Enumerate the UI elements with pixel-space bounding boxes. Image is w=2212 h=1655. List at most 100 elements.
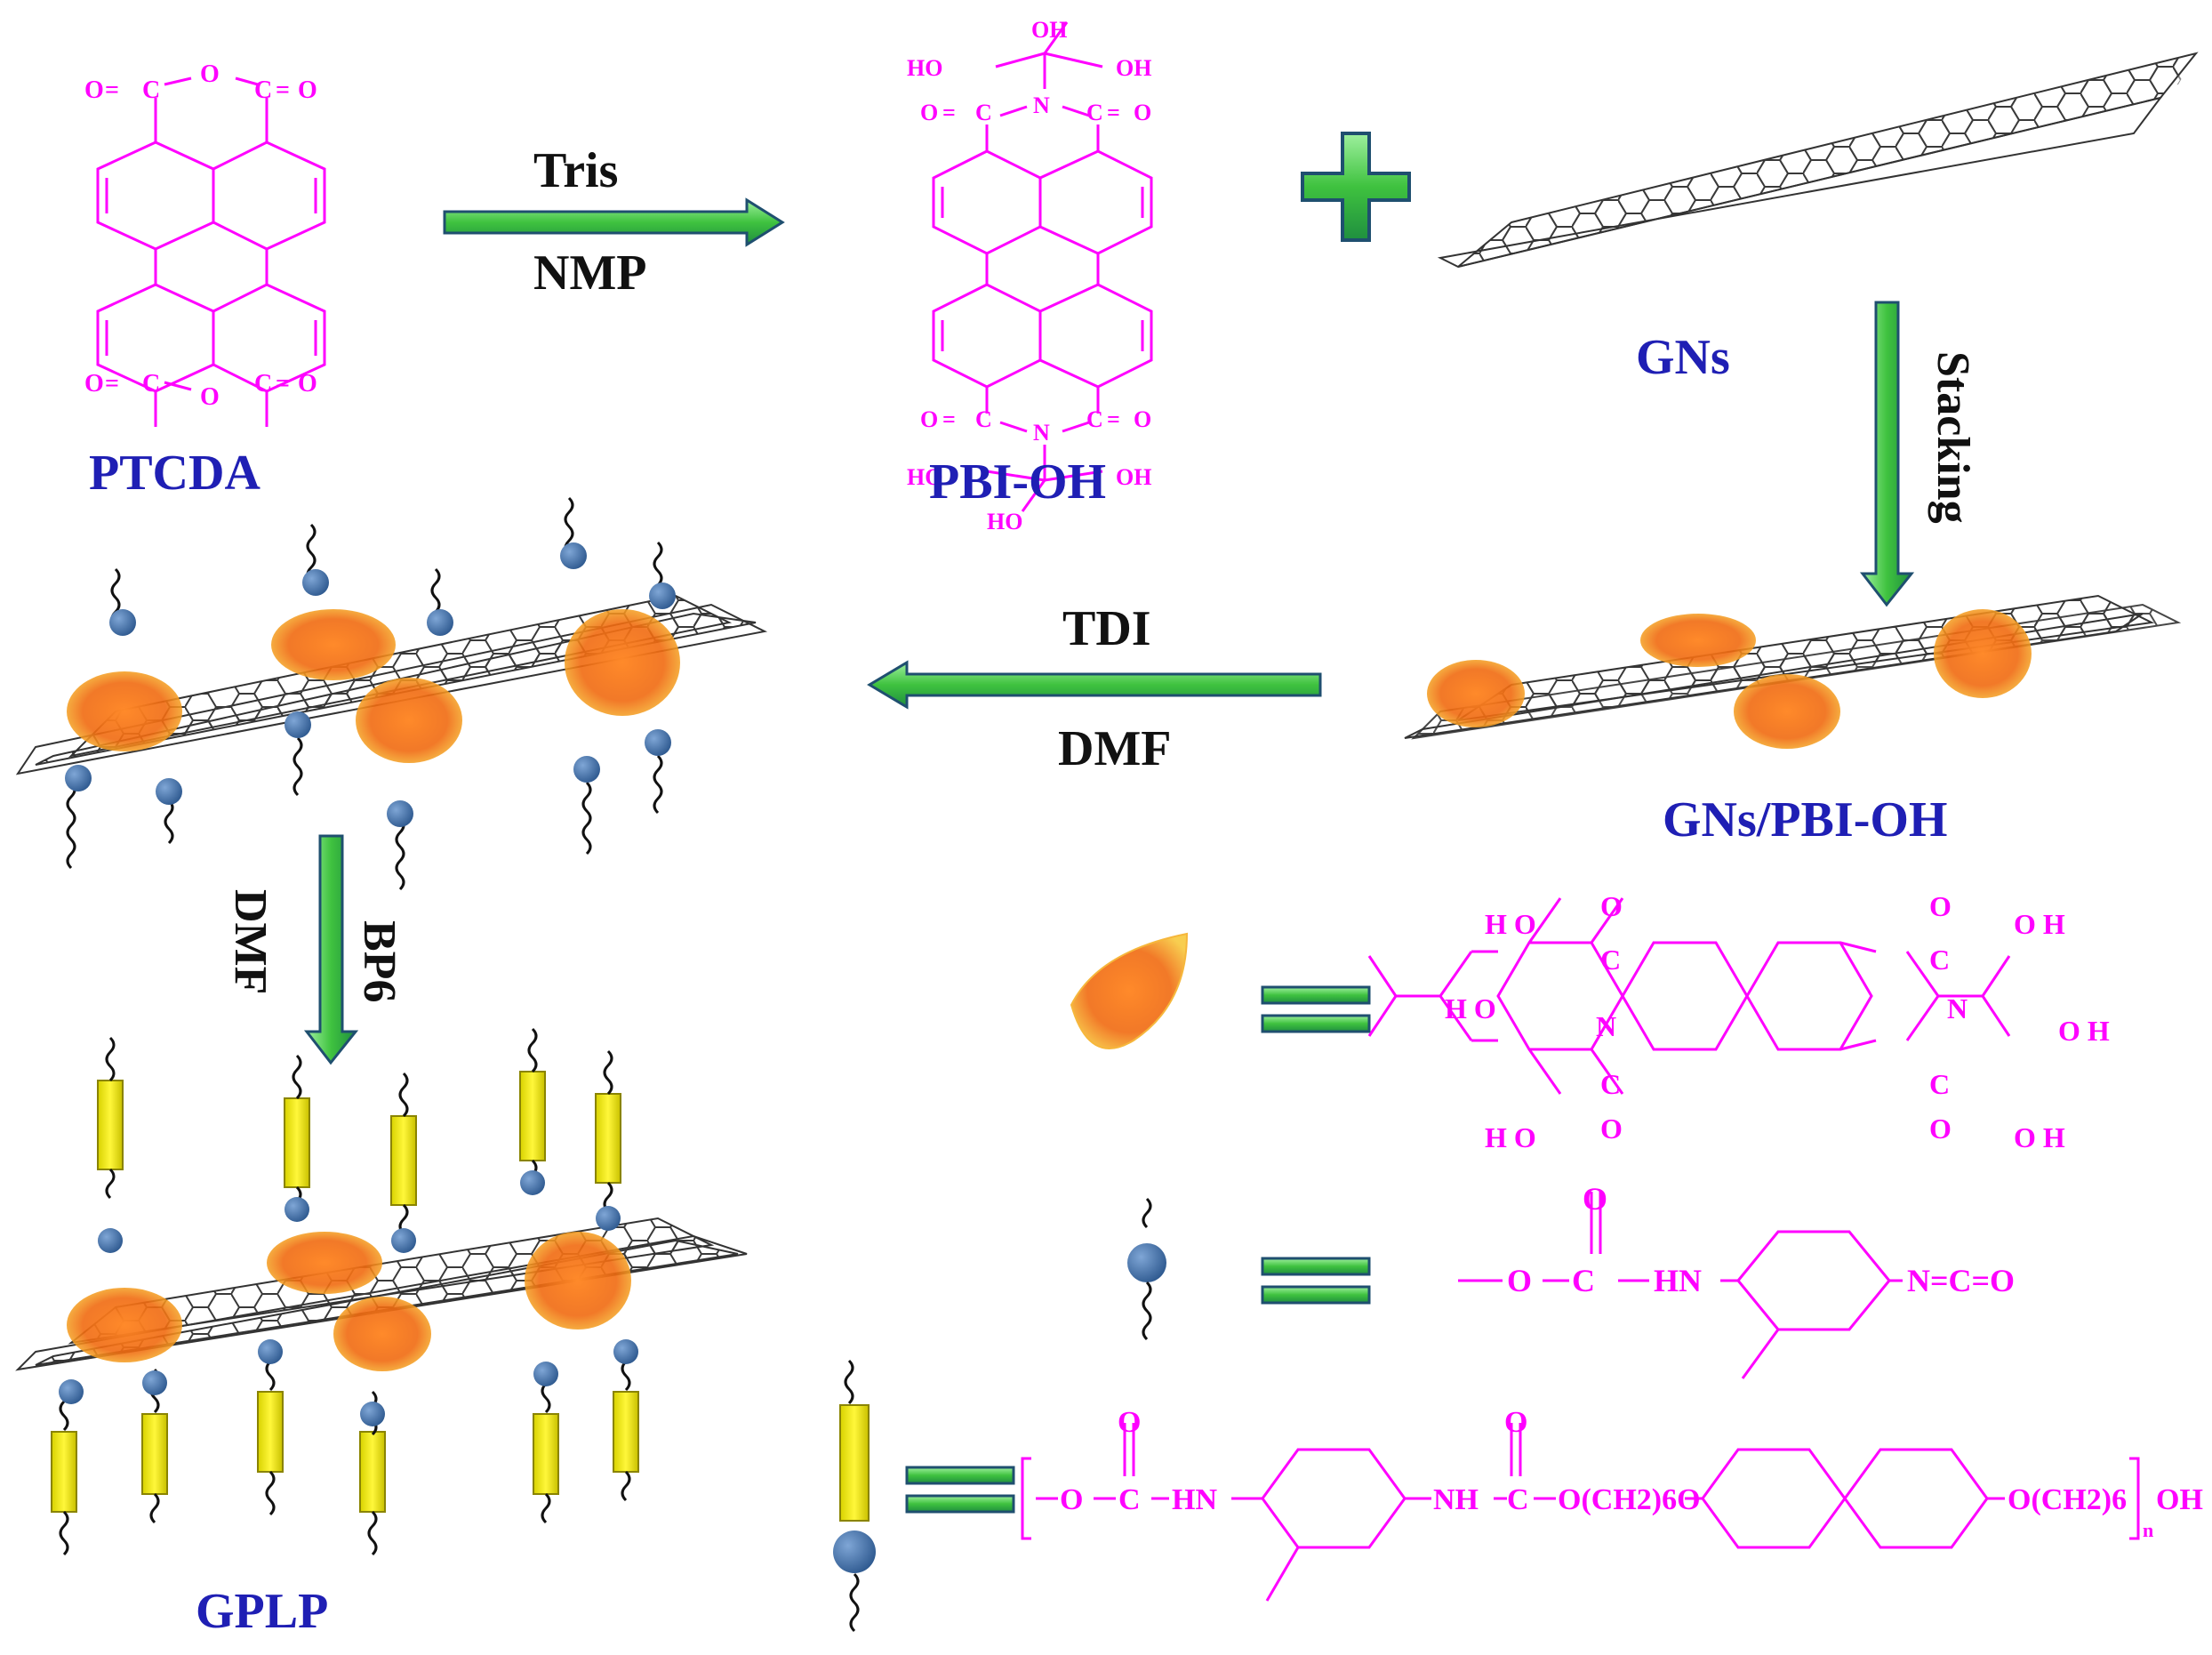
pbi-patch (333, 1297, 431, 1371)
svg-text:=: = (276, 370, 290, 398)
svg-text:O: O (920, 406, 938, 432)
svg-text:=: = (1107, 100, 1120, 125)
svg-text:C: C (1086, 406, 1103, 432)
tris-nmp-arrow (443, 197, 785, 247)
equals-icon (1261, 985, 1371, 1033)
legend-bp6-row: O C O HN NH C O O(CH2)6O O(CH2)6 n OH (833, 1359, 2203, 1633)
legend-pbi-row: H O H O H O O C N C O O C N C O O H O H … (1070, 890, 2110, 1153)
svg-text:C: C (975, 406, 992, 432)
svg-text:N: N (1033, 420, 1050, 446)
equals-icon (905, 1466, 1015, 1514)
gns-pbi-oh-label: GNs/PBI-OH (1663, 792, 1947, 848)
svg-text:OH: OH (2156, 1483, 2203, 1516)
stacking-label: Stacking (1927, 351, 1978, 524)
pbi-oh-structure (932, 21, 1153, 512)
pbi-patch (1640, 614, 1756, 667)
svg-text:C: C (1600, 1068, 1621, 1100)
svg-text:O: O (1504, 1406, 1527, 1439)
graphene-sheet (1437, 52, 2199, 269)
tdi-beads-bottom (59, 1170, 638, 1426)
svg-text:O: O (200, 383, 220, 411)
svg-text:H O: H O (1445, 992, 1496, 1024)
pbi-patch-symbol (1070, 932, 1189, 1049)
pbi-patch (356, 678, 462, 763)
svg-text:HO: HO (907, 55, 942, 81)
svg-text:O: O (1118, 1406, 1141, 1439)
svg-text:O: O (1600, 890, 1623, 922)
svg-text:C: C (142, 76, 160, 104)
svg-text:O: O (200, 60, 220, 88)
pbi-patch (67, 671, 182, 751)
svg-text:O: O (1134, 100, 1151, 125)
svg-text:n: n (2143, 1519, 2153, 1541)
svg-text:O: O (84, 370, 104, 398)
pbi-oh-atoms: OH HO OH N O= C C= O O= C N C= O HO OH H… (907, 17, 1151, 534)
svg-text:H O: H O (1485, 1121, 1536, 1153)
tdi-label: TDI (1062, 601, 1151, 656)
pbi-patch (565, 609, 680, 716)
svg-text:O: O (920, 100, 938, 125)
svg-text:HO: HO (907, 464, 942, 490)
dmf-label-side: DMF (225, 889, 276, 994)
svg-text:O: O (1134, 406, 1151, 432)
svg-text:O: O (298, 76, 317, 104)
stacking-arrow (1859, 301, 1915, 607)
svg-text:H O: H O (1485, 908, 1536, 940)
svg-text:O: O (1060, 1483, 1083, 1516)
svg-text:C: C (1929, 944, 1950, 976)
svg-text:O(CH2)6O: O(CH2)6O (1558, 1483, 1701, 1516)
svg-text:HN: HN (1172, 1483, 1217, 1516)
gns-pbi-oh-sheet (1404, 594, 2182, 749)
svg-text:C: C (1086, 100, 1103, 125)
svg-text:C: C (1929, 1068, 1950, 1100)
plus-icon (1301, 132, 1411, 242)
svg-text:C: C (1600, 944, 1621, 976)
svg-text:C: C (975, 100, 992, 125)
svg-text:O: O (84, 76, 104, 104)
gplp-label: GPLP (196, 1584, 328, 1639)
dmf-bp6-arrow (303, 834, 359, 1065)
tdi-dmf-arrow (867, 660, 1322, 710)
svg-text:C: C (254, 370, 272, 398)
svg-text:O H: O H (2058, 1015, 2110, 1047)
svg-text:O H: O H (2014, 908, 2065, 940)
svg-text:=: = (942, 100, 956, 125)
svg-text:O: O (1507, 1263, 1532, 1298)
tris-label: Tris (533, 143, 618, 198)
pbi-patch (67, 1288, 182, 1362)
svg-text:=: = (105, 370, 119, 398)
tdi-legend-atoms: O C O HN N=C=O (1507, 1181, 2015, 1298)
svg-text:C: C (254, 76, 272, 104)
svg-text:=: = (276, 76, 290, 104)
pbi-patch (1734, 674, 1840, 749)
svg-text:=: = (105, 76, 119, 104)
svg-text:O: O (1600, 1113, 1623, 1145)
pbi-patch (1934, 609, 2032, 698)
svg-text:O: O (1929, 1113, 1952, 1145)
pbi-patch (1427, 660, 1525, 727)
tdi-graphene-sheet (15, 594, 768, 775)
tdi-beads-top (65, 542, 676, 827)
pbi-patch (525, 1232, 631, 1330)
nmp-label: NMP (533, 245, 647, 301)
ptcda-atoms: O= C O C= O O= C O C= O (84, 60, 317, 411)
svg-text:=: = (1107, 406, 1120, 432)
svg-text:O(CH2)6: O(CH2)6 (2008, 1483, 2127, 1516)
svg-text:O H: O H (2014, 1121, 2065, 1153)
svg-text:C: C (1507, 1483, 1529, 1516)
svg-text:O: O (1583, 1181, 1607, 1217)
svg-text:C: C (1118, 1483, 1141, 1516)
svg-text:N=C=O: N=C=O (1907, 1263, 2015, 1298)
svg-text:N: N (1033, 92, 1050, 118)
svg-text:NH: NH (1433, 1483, 1479, 1516)
svg-text:N: N (1947, 992, 1968, 1024)
bp6-legend-structure (1021, 1423, 2140, 1602)
equals-icon (1261, 1257, 1371, 1305)
svg-text:OH: OH (1116, 55, 1151, 81)
svg-text:C: C (142, 370, 160, 398)
svg-text:O: O (298, 370, 317, 398)
svg-text:N: N (1596, 1010, 1616, 1042)
gplp-graphene-sheet (15, 1217, 748, 1371)
pbi-oh-legend-structure (1367, 897, 2011, 1095)
